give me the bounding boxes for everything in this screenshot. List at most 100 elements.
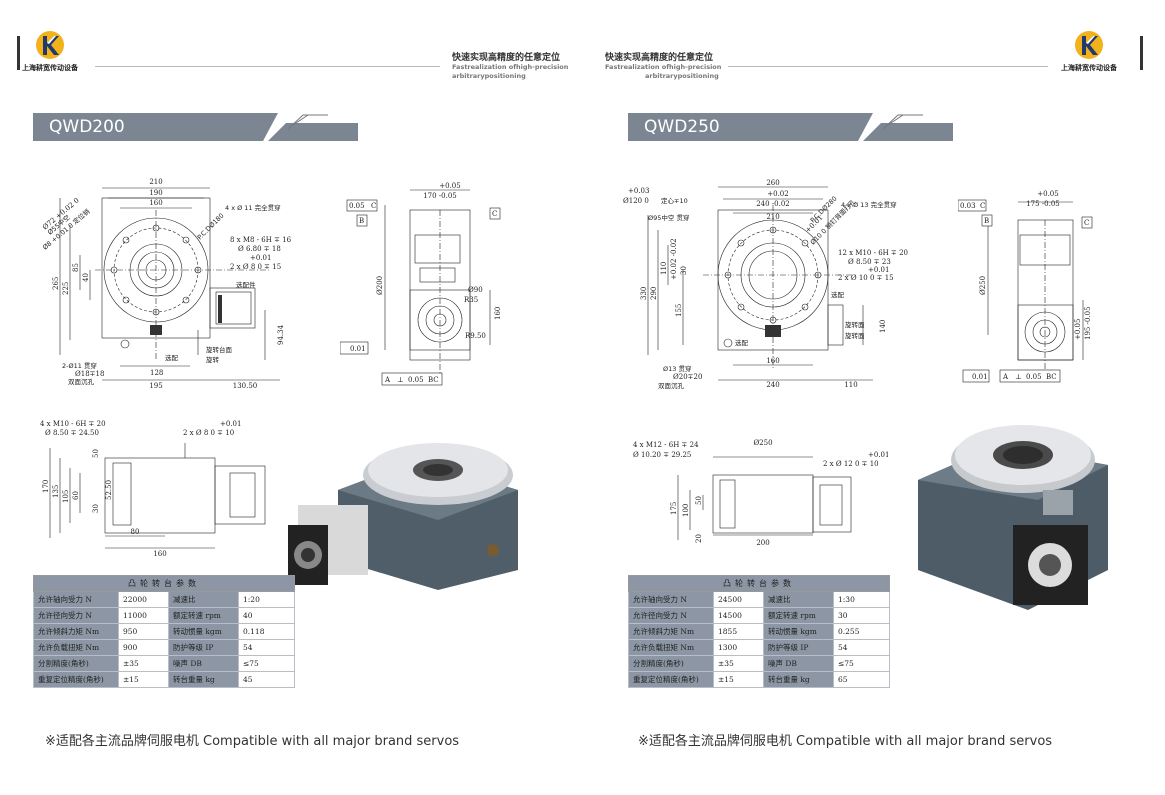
dim-330: 330 xyxy=(640,287,648,300)
label-optional-part: 选配件 xyxy=(236,280,256,289)
param-value: 1:30 xyxy=(833,591,890,608)
note-tol: +0.01 xyxy=(220,420,241,428)
note-double-side: 双面沉孔 xyxy=(68,378,95,386)
param-value: 65 xyxy=(833,671,890,688)
tol-30: +0.02 -0.02 xyxy=(670,238,678,280)
gdt-perp-value: 0.05 xyxy=(408,376,424,384)
note-13-holes: Ø13 贯穿 xyxy=(663,364,691,373)
param-label: 噪声 DB xyxy=(763,655,834,672)
dim-dia-90: Ø90 xyxy=(468,286,483,294)
dim-40: 40 xyxy=(82,273,90,282)
banner-decoration-icon xyxy=(248,113,358,141)
table-row: 重复定位精度(角秒) ±15 转台重量 kg 65 xyxy=(628,671,890,688)
tol-upper: +0.03 xyxy=(628,187,649,195)
param-value: ±15 xyxy=(713,671,764,688)
dim-190: 190 xyxy=(149,189,162,197)
param-value: 900 xyxy=(118,639,169,656)
tol-195: +0.05 xyxy=(1074,319,1082,340)
param-label: 转台重量 kg xyxy=(763,671,834,688)
param-label: 允许负载扭矩 Nm xyxy=(33,639,119,656)
note-8-depth: Ø 6.80 ∓ 18 xyxy=(238,245,281,253)
note-m10-depth: Ø 8.50 ∓ 24.50 xyxy=(45,429,99,437)
param-value: 0.255 xyxy=(833,623,890,640)
dim-dia-120: Ø120 0 xyxy=(623,197,649,205)
param-label: 减速比 xyxy=(168,591,239,608)
tagline-en-1: Fastrealization ofhigh-precision xyxy=(605,63,722,71)
dim-r35: R35 xyxy=(464,296,478,304)
param-label: 防护等级 IP xyxy=(168,639,239,656)
param-label: 允许倾斜力矩 Nm xyxy=(628,623,714,640)
header-tagline: 快速实现高精度的任意定位 Fastrealization ofhigh-prec… xyxy=(605,50,721,81)
dim-175: 175 xyxy=(670,502,678,515)
param-label: 减速比 xyxy=(763,591,834,608)
datum-b: B xyxy=(984,217,989,225)
param-value: ≤75 xyxy=(238,655,295,672)
logo-divider-bar xyxy=(1140,36,1143,70)
table-row: 允许轴向受力 N 24500 减速比 1:30 xyxy=(628,591,890,608)
note-double-side: 双面沉孔 xyxy=(658,382,685,390)
tol-upper: +0.05 xyxy=(1037,190,1058,198)
table-row: 重复定位精度(角秒) ±15 转台重量 kg 45 xyxy=(33,671,295,688)
params-table: 凸轮转台参数 允许轴向受力 N 22000 减速比 1:20 允许径向受力 N … xyxy=(33,575,295,688)
note-2-holes: 2-Ø11 贯穿 xyxy=(62,361,97,370)
dim-85: 85 xyxy=(72,263,80,272)
dim-dia-200: Ø200 xyxy=(376,276,384,295)
param-value: 0.118 xyxy=(238,623,295,640)
dim-80: 80 xyxy=(131,528,140,536)
dim-50: 50 xyxy=(92,449,100,458)
note-counterbore: Ø18∓18 xyxy=(75,370,104,378)
note-m10: 4 x M10 - 6H ∓ 20 xyxy=(40,420,106,428)
gdt-perp-ref: BC xyxy=(428,376,439,384)
gdt-parallel: 0.01 xyxy=(350,345,366,353)
label-optional: 选配 xyxy=(165,353,179,362)
param-label: 允许径向受力 N xyxy=(33,607,119,624)
note-2-pins: 2 x Ø 12 0 ∓ 10 xyxy=(823,460,879,468)
dim-52-50: 52.50 xyxy=(105,480,113,500)
param-label: 额定转速 rpm xyxy=(168,607,239,624)
param-value: 54 xyxy=(238,639,295,656)
dim-140: 140 xyxy=(879,320,887,333)
datum-c: C xyxy=(492,210,497,218)
table-row: 允许轴向受力 N 22000 减速比 1:20 xyxy=(33,591,295,608)
product-image-qwd200 xyxy=(288,443,518,590)
dim-155: 155 xyxy=(675,304,683,317)
param-label: 分割精度(角秒) xyxy=(33,655,119,672)
param-value: 54 xyxy=(833,639,890,656)
gdt-perp: ⊥ xyxy=(397,376,404,384)
param-label: 允许轴向受力 N xyxy=(628,591,714,608)
logo-divider-bar xyxy=(17,36,20,70)
tagline-en-1: Fastrealization ofhigh-precision xyxy=(452,63,569,71)
note-hollow-95: Ø95中空 贯穿 xyxy=(648,213,689,222)
param-label: 额定转速 rpm xyxy=(763,607,834,624)
lower-view-drawing: 4 x M12 - 6H ∓ 24 Ø 10.20 ∓ 29.25 Ø250 +… xyxy=(633,439,888,547)
param-value: 14500 xyxy=(713,607,764,624)
dim-110: 110 xyxy=(660,262,668,275)
note-2-pins: 2 x Ø 10 0 ∓ 15 xyxy=(838,274,894,282)
dim-30: 30 xyxy=(680,266,688,275)
param-label: 允许负载扭矩 Nm xyxy=(628,639,714,656)
dim-dia-250: Ø250 xyxy=(753,439,772,447)
param-label: 转台重量 kg xyxy=(168,671,239,688)
header-tagline: 快速实现高精度的任意定位 Fastrealization ofhigh-prec… xyxy=(452,50,568,81)
note-m12-depth: Ø 10.20 ∓ 29.25 xyxy=(633,451,691,459)
dim-50: 50 xyxy=(695,496,703,505)
gdt-datum-c: C xyxy=(980,202,985,210)
note-12-m10: 12 x M10 - 6H ∓ 20 xyxy=(838,249,908,257)
company-name: 上海耕宽传动设备 xyxy=(1061,64,1117,72)
product-image-qwd250 xyxy=(918,425,1108,610)
table-row: 分割精度(角秒) ±35 噪声 DB ≤75 xyxy=(33,655,295,672)
table-row: 允许径向受力 N 14500 额定转速 rpm 30 xyxy=(628,607,890,624)
side-view-drawing: 0.03 C B C +0.05 175 -0.05 Ø250 +0.05 19… xyxy=(958,190,1093,383)
datum-b: B xyxy=(359,217,364,225)
dim-160: 160 xyxy=(153,550,166,558)
header-rule xyxy=(95,66,440,67)
datum-c: C xyxy=(1084,219,1089,227)
param-label: 分割精度(角秒) xyxy=(628,655,714,672)
compatibility-note: ※适配各主流品牌伺服电机 Compatible with all major b… xyxy=(638,734,1053,749)
param-value: ±35 xyxy=(118,655,169,672)
tol-pins: +0.01 xyxy=(868,266,889,274)
note-counterbore: Ø20∓20 xyxy=(673,373,702,381)
header-rule xyxy=(728,66,1048,67)
tol-240: +0.02 xyxy=(767,190,788,198)
dim-290: 290 xyxy=(650,287,658,300)
